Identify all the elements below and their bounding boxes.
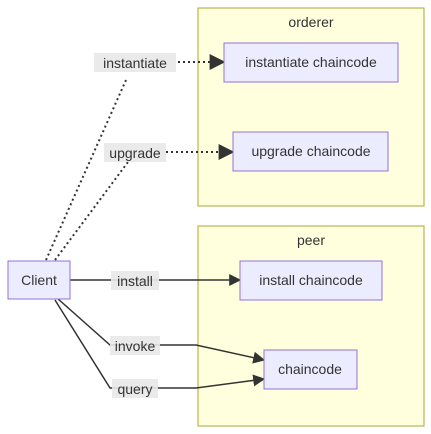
node-upgrade-chaincode-box[interactable]: [232, 131, 389, 172]
node-upgrade-chaincode[interactable]: upgrade chaincode: [232, 131, 389, 172]
node-client[interactable]: Client: [7, 260, 71, 300]
edge-label-upgrade: upgrade: [104, 143, 166, 162]
node-install-chaincode-label: install chaincode: [259, 272, 363, 288]
cluster-peer: peer: [197, 225, 425, 427]
node-chaincode-label: chaincode: [278, 361, 342, 377]
edge-label-instantiate-bg: [94, 53, 176, 72]
edge-label-query-text: query: [117, 381, 152, 397]
cluster-orderer: orderer: [197, 7, 425, 207]
cluster-peer-box: [197, 225, 425, 427]
edge-label-install-bg: [111, 271, 159, 290]
node-client-box[interactable]: [7, 260, 71, 300]
node-chaincode[interactable]: chaincode: [263, 349, 358, 390]
edge-label-install: install: [111, 271, 159, 290]
edge-label-upgrade-bg: [104, 143, 166, 162]
node-upgrade-chaincode-label: upgrade chaincode: [251, 143, 370, 159]
edge-label-invoke-bg: [110, 336, 160, 355]
node-instantiate-chaincode-box[interactable]: [223, 42, 399, 83]
cluster-peer-title: peer: [297, 232, 325, 248]
edge-label-install-text: install: [117, 273, 153, 289]
edge-instantiate-line-lower: [45, 79, 127, 261]
node-instantiate-chaincode-label: instantiate chaincode: [245, 54, 377, 70]
cluster-orderer-title: orderer: [288, 14, 333, 30]
edge-label-invoke-text: invoke: [115, 338, 156, 354]
edge-label-instantiate-text: instantiate: [103, 55, 167, 71]
node-client-label: Client: [21, 272, 57, 288]
edge-label-invoke: invoke: [110, 336, 160, 355]
edge-upgrade-line-lower: [54, 161, 129, 261]
edge-label-query-bg: [112, 379, 158, 398]
node-chaincode-box[interactable]: [263, 349, 358, 390]
edge-label-upgrade-text: upgrade: [109, 145, 161, 161]
node-instantiate-chaincode[interactable]: instantiate chaincode: [223, 42, 399, 83]
node-install-chaincode-box[interactable]: [239, 260, 383, 301]
cluster-orderer-box: [197, 7, 425, 207]
node-install-chaincode[interactable]: install chaincode: [239, 260, 383, 301]
edge-label-query: query: [112, 379, 158, 398]
edge-label-instantiate: instantiate: [94, 53, 176, 72]
